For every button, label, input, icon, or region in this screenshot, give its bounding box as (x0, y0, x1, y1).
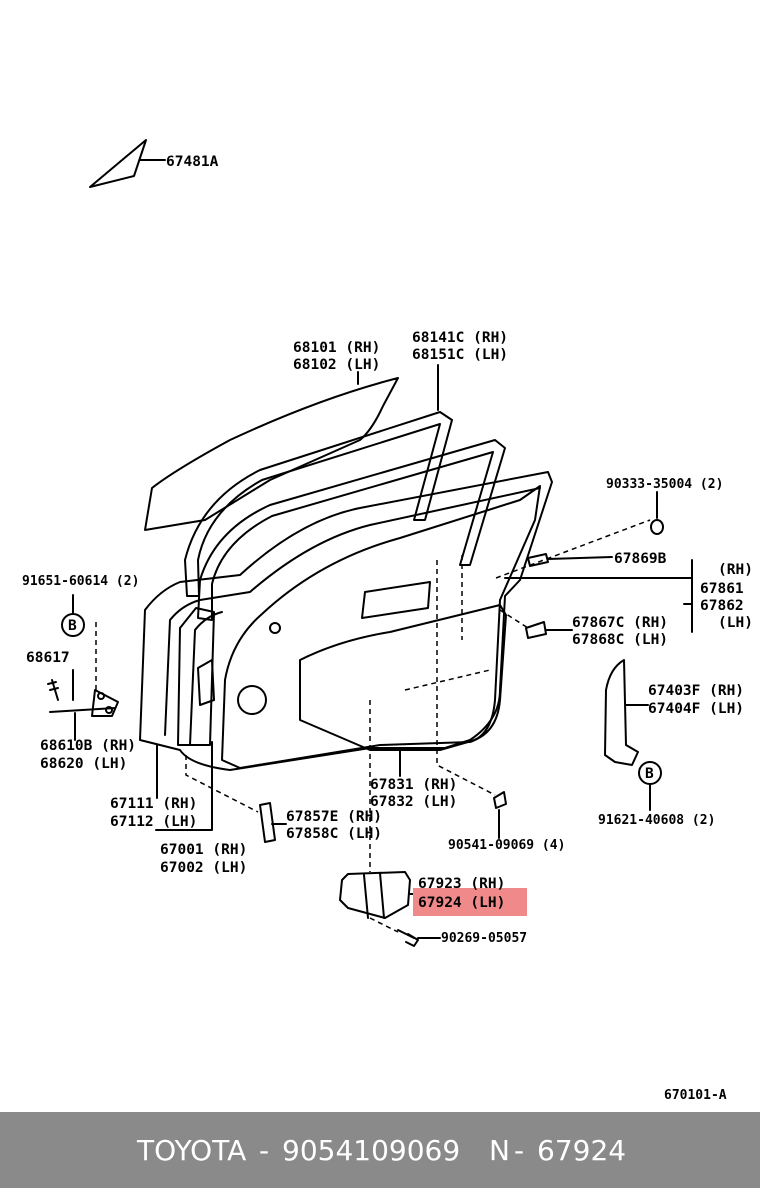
door-weatherstrip-drawing (221, 485, 541, 769)
label-91651: 91651-60614 (2) (22, 574, 139, 589)
label-68610b: 68610B (RH) (40, 738, 136, 754)
dashed-guide (185, 755, 259, 813)
label-67404f: 67404F (LH) (648, 701, 744, 717)
door-hole (269, 622, 281, 634)
label-67111: 67111 (RH) (110, 796, 197, 812)
callout-b-right: B (645, 766, 654, 782)
clip-67867c (525, 621, 547, 639)
plug-90333 (650, 519, 664, 535)
door-trim-drawing (299, 604, 507, 751)
footer-part-number: 9054109069 (282, 1134, 461, 1167)
dashed-guide (369, 917, 399, 933)
dashed-guide (499, 609, 529, 629)
label-67857e: 67857E (RH) (286, 809, 382, 825)
footer-bar: TOYOTA - 9054109069 N - 67924 (0, 1112, 760, 1188)
plug-90541 (493, 791, 507, 809)
footer-ref-number: 67924 (537, 1134, 627, 1167)
label-67923: 67923 (RH) (418, 876, 505, 892)
label-90541: 90541-09069 (4) (448, 838, 565, 853)
label-67868c: 67868C (LH) (572, 632, 668, 648)
label-68141c: 68141C (RH) (412, 330, 508, 346)
label-67861: 67861 (700, 581, 744, 597)
label-67862: 67862 (700, 598, 744, 614)
label-67858c: 67858C (LH) (286, 826, 382, 842)
label-90269: 90269-05057 (441, 931, 527, 946)
part-67924-face (363, 872, 385, 919)
dashed-guide (404, 669, 491, 691)
label-67001: 67001 (RH) (160, 842, 247, 858)
hinge-plate (197, 659, 215, 706)
door-check-bolt (97, 692, 105, 700)
leader-line (155, 741, 213, 831)
door-check-bolt (105, 706, 113, 714)
label-68102: 68102 (LH) (293, 357, 380, 373)
label-68101: 68101 (RH) (293, 340, 380, 356)
part-67481a-drawing (89, 139, 147, 188)
door-hole (237, 685, 267, 715)
door-glass-drawing (144, 377, 399, 531)
callout-b-left: B (68, 618, 77, 634)
footer-separator: - (514, 1134, 525, 1167)
diagram-id: 670101-A (664, 1088, 727, 1103)
hinge-pillar-drawing (177, 607, 215, 746)
label-67112: 67112 (LH) (110, 814, 197, 830)
footer-brand: TOYOTA (137, 1134, 247, 1167)
label-rh-group: (RH) (718, 562, 753, 578)
bolt-68617 (47, 679, 59, 701)
door-parts-diagram: 67481A 68101 (RH) 68102 (LH) 68141C (RH)… (22, 139, 753, 1103)
door-panel-inner-edge (164, 487, 541, 736)
label-67832: 67832 (LH) (370, 794, 457, 810)
dashed-guide (495, 519, 651, 579)
screw-90269 (397, 929, 419, 947)
footer-ref-prefix: N (489, 1134, 510, 1167)
label-lh-group: (LH) (718, 615, 753, 631)
label-67924: 67924 (LH) (418, 895, 505, 911)
trim-window (361, 581, 431, 619)
label-67403f: 67403F (RH) (648, 683, 744, 699)
part-67924-drawing (339, 871, 411, 919)
label-68620: 68620 (LH) (40, 756, 127, 772)
label-67481a: 67481A (166, 154, 219, 170)
clip-67869b (527, 553, 549, 567)
door-check-drawing (49, 689, 119, 717)
group-bracket (504, 559, 693, 633)
highlight-box (413, 888, 527, 916)
label-91621: 91621-40608 (2) (598, 813, 715, 828)
glass-run-drawing (184, 411, 453, 597)
label-67831: 67831 (RH) (370, 777, 457, 793)
door-sash-drawing (197, 439, 506, 621)
label-67002: 67002 (LH) (160, 860, 247, 876)
dashed-guide (436, 560, 496, 796)
label-67867c: 67867C (RH) (572, 615, 668, 631)
door-panel-drawing (139, 471, 553, 771)
label-68617: 68617 (26, 650, 70, 666)
label-67869b: 67869B (614, 551, 667, 567)
leader-line (547, 556, 613, 560)
door-panel-inner-edge (189, 611, 223, 746)
molding-67403f-drawing (604, 659, 639, 766)
label-68151c: 68151C (LH) (412, 347, 508, 363)
strip-67857e (259, 802, 276, 843)
footer-separator: - (259, 1134, 270, 1167)
label-90333: 90333-35004 (2) (606, 477, 723, 492)
